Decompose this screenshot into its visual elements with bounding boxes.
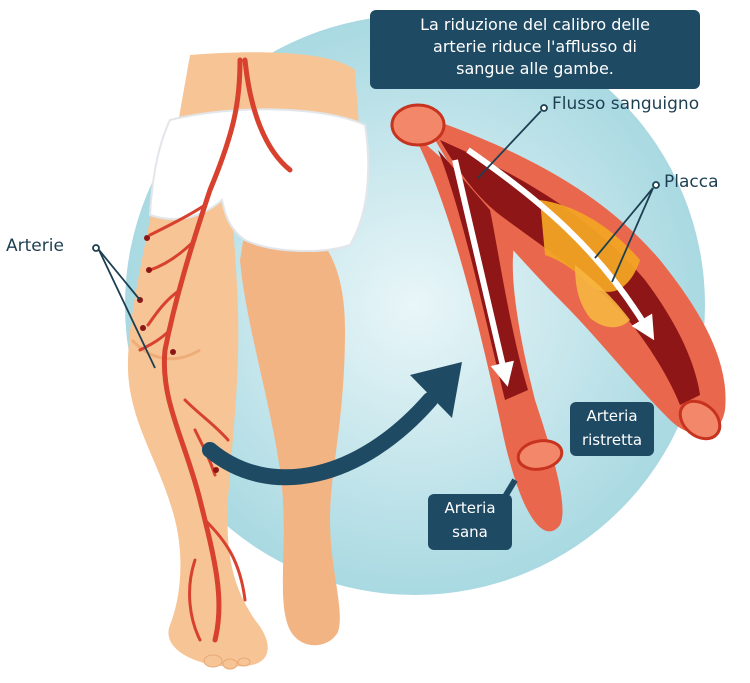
arteria-ristretta-line-1: Arteria <box>570 404 654 428</box>
placca-label: Placca <box>664 172 719 192</box>
title-line-3: sangue alle gambe. <box>370 58 700 80</box>
arteria-sana-line-1: Arteria <box>428 496 512 520</box>
arteria-ristretta-box: Arteria ristretta <box>570 402 654 456</box>
arteria-sana-line-2: sana <box>428 520 512 544</box>
flusso-label: Flusso sanguigno <box>552 94 699 114</box>
arterie-label: Arterie <box>6 236 64 256</box>
title-line-2: arterie riduce l'afflusso di <box>370 36 700 58</box>
title-line-1: La riduzione del calibro delle <box>370 14 700 36</box>
arteria-sana-box: Arteria sana <box>428 494 512 550</box>
arteria-ristretta-line-2: ristretta <box>570 428 654 452</box>
title-box: La riduzione del calibro delle arterie r… <box>370 10 700 89</box>
